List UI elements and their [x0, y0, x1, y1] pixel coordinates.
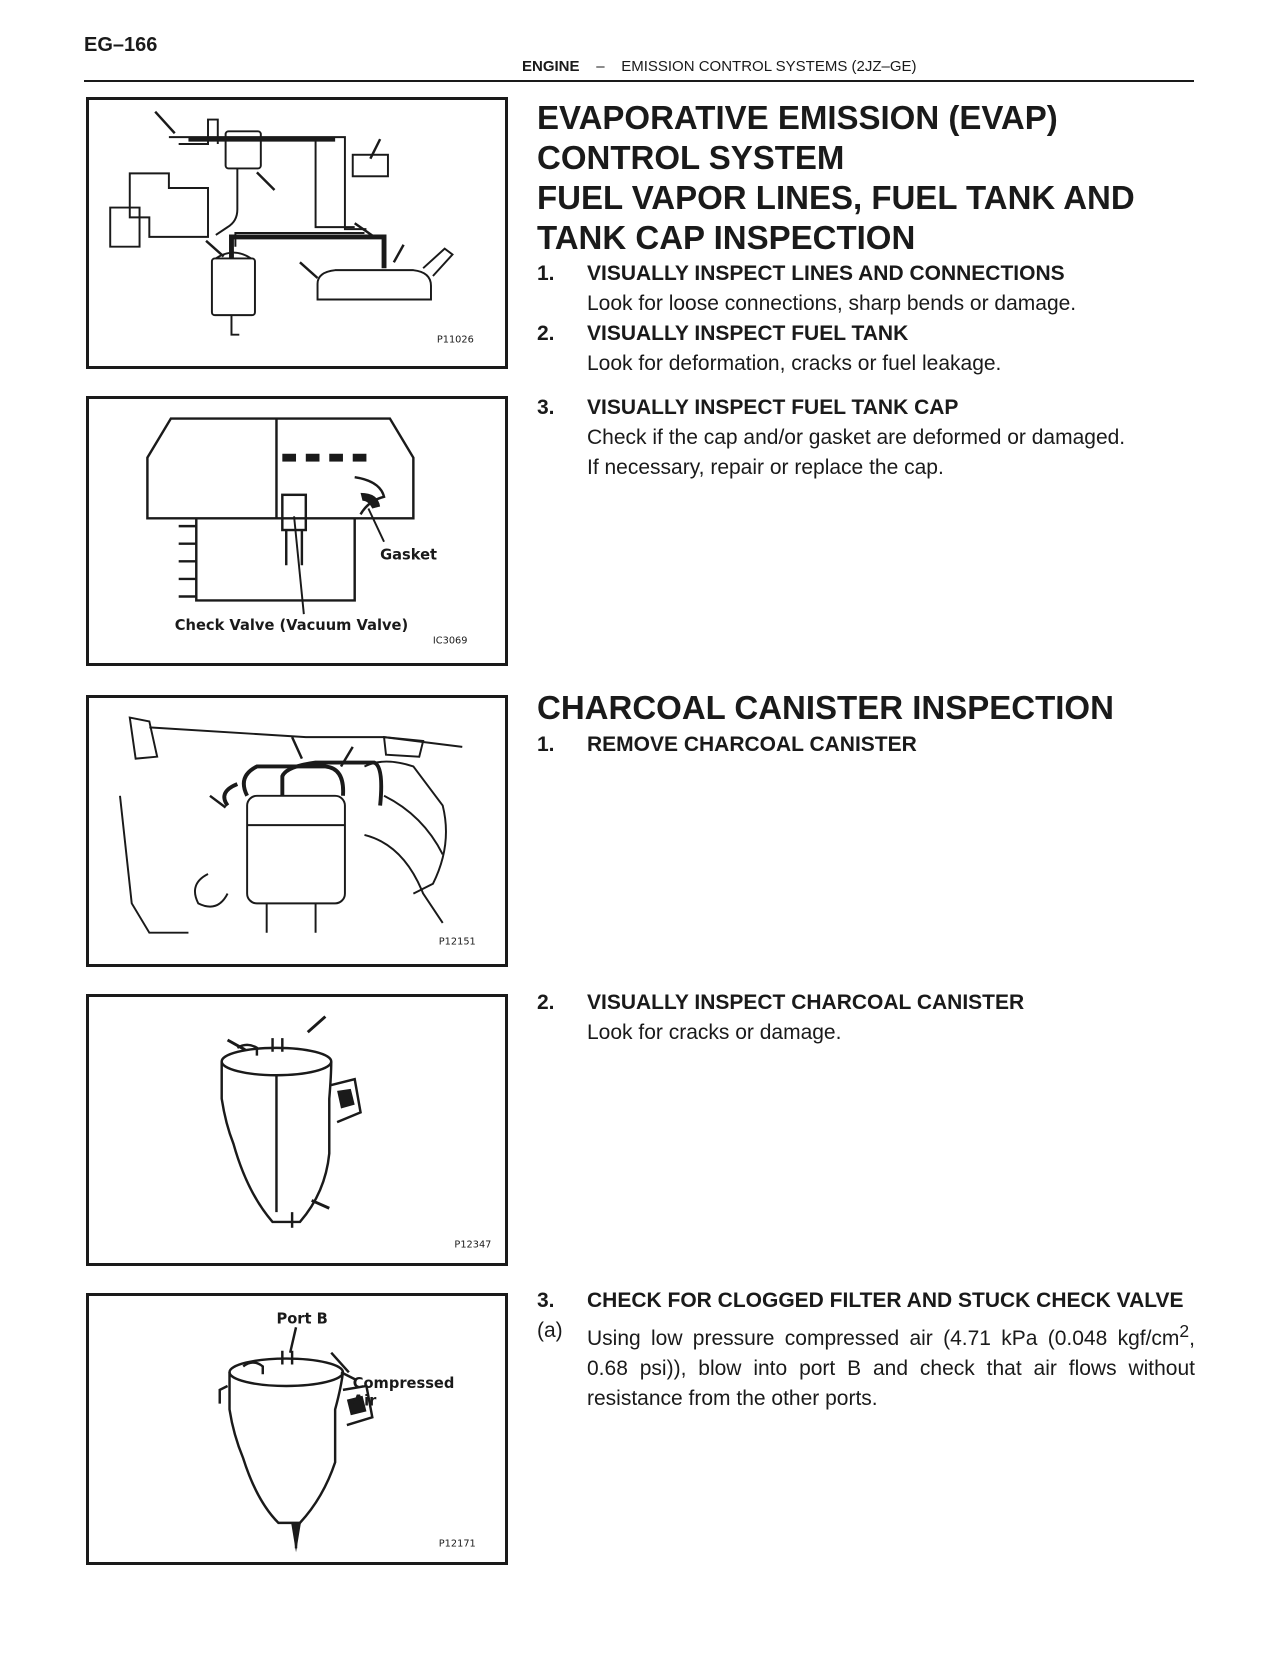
evap-title-line: TANK CAP INSPECTION: [537, 219, 916, 256]
figure-canister-location: P12151: [86, 695, 508, 967]
step-text: If necessary, repair or replace the cap.: [587, 456, 944, 479]
header-rule: [84, 80, 1194, 82]
figure-fuel-vapor-lines: P11026: [86, 97, 508, 369]
page-number: EG–166: [84, 34, 158, 56]
step-heading: CHECK FOR CLOGGED FILTER AND STUCK CHECK…: [587, 1289, 1184, 1312]
step-number: 3.: [537, 1289, 555, 1312]
superscript: 2: [1179, 1321, 1190, 1341]
step-heading: VISUALLY INSPECT CHARCOAL CANISTER: [587, 991, 1025, 1014]
substep-text-part1: Using low pressure compressed air (4.71 …: [587, 1327, 1180, 1350]
evap-section-title: EVAPORATIVE EMISSION (EVAP) CONTROL SYST…: [537, 98, 1195, 258]
step-heading: VISUALLY INSPECT FUEL TANK: [587, 322, 909, 345]
step-number: 2.: [537, 991, 555, 1014]
step-number: 3.: [537, 396, 555, 419]
compressed-air-test-illustration: Port B Compressed Air P12171: [218, 1310, 476, 1553]
port-b-label: Port B: [276, 1310, 327, 1327]
canister-step-3: 3. CHECK FOR CLOGGED FILTER AND STUCK CH…: [537, 1286, 1195, 1316]
canister-step-2: 2. VISUALLY INSPECT CHARCOAL CANISTER Lo…: [537, 988, 1195, 1048]
evap-step-1: 1. VISUALLY INSPECT LINES AND CONNECTION…: [537, 259, 1195, 319]
header-subsection: EMISSION CONTROL SYSTEMS (2JZ–GE): [621, 58, 917, 75]
evap-step-3: 3. VISUALLY INSPECT FUEL TANK CAP Check …: [537, 393, 1195, 483]
step-text: Look for loose connections, sharp bends …: [587, 292, 1077, 315]
substep-number: (a): [537, 1319, 563, 1342]
canister-location-illustration: P12151: [119, 716, 476, 947]
evap-step-3-block: 3. VISUALLY INSPECT FUEL TANK CAP Check …: [537, 393, 1195, 483]
running-header: ENGINE – EMISSION CONTROL SYSTEMS (2JZ–G…: [522, 58, 917, 75]
step-number: 1.: [537, 733, 555, 756]
canister-step-3-block: 3. CHECK FOR CLOGGED FILTER AND STUCK CH…: [537, 1286, 1195, 1414]
fuel-vapor-lines-illustration: P11026: [109, 110, 474, 346]
canister-step-2-block: 2. VISUALLY INSPECT CHARCOAL CANISTER Lo…: [537, 988, 1195, 1048]
gasket-label: Gasket: [380, 546, 437, 563]
canister-step-1: 1. REMOVE CHARCOAL CANISTER: [537, 730, 1195, 760]
compressed-air-label-line1: Compressed: [353, 1375, 455, 1392]
step-text: Look for cracks or damage.: [587, 1021, 842, 1044]
charcoal-canister-illustration: P12347: [220, 1015, 491, 1250]
evap-title-line: CONTROL SYSTEM: [537, 139, 845, 176]
figure-code: P11026: [437, 335, 474, 346]
header-section: ENGINE: [522, 58, 580, 75]
check-valve-label: Check Valve (Vacuum Valve): [175, 617, 408, 634]
header-separator: –: [596, 58, 605, 75]
evap-section: EVAPORATIVE EMISSION (EVAP) CONTROL SYST…: [537, 98, 1195, 379]
step-text: Check if the cap and/or gasket are defor…: [587, 426, 1126, 449]
fuel-tank-cap-illustration: Gasket Check Valve (Vacuum Valve) IC3069: [146, 417, 468, 646]
figure-code: P12171: [439, 1538, 476, 1549]
figure-fuel-tank-cap: Gasket Check Valve (Vacuum Valve) IC3069: [86, 396, 508, 666]
compressed-air-label-line2: Air: [353, 1393, 377, 1410]
canister-section: CHARCOAL CANISTER INSPECTION 1. REMOVE C…: [537, 688, 1195, 760]
step-heading: VISUALLY INSPECT FUEL TANK CAP: [587, 396, 959, 419]
figure-code: P12151: [439, 936, 476, 947]
step-number: 2.: [537, 322, 555, 345]
step-heading: VISUALLY INSPECT LINES AND CONNECTIONS: [587, 262, 1065, 285]
canister-section-title: CHARCOAL CANISTER INSPECTION: [537, 689, 1114, 726]
figure-code: IC3069: [433, 635, 468, 646]
evap-title-line: EVAPORATIVE EMISSION (EVAP): [537, 99, 1058, 136]
figure-compressed-air-test: Port B Compressed Air P12171: [86, 1293, 508, 1565]
step-number: 1.: [537, 262, 555, 285]
step-text: Look for deformation, cracks or fuel lea…: [587, 352, 1002, 375]
figure-charcoal-canister: P12347: [86, 994, 508, 1266]
figure-code: P12347: [454, 1239, 491, 1250]
evap-step-2: 2. VISUALLY INSPECT FUEL TANK Look for d…: [537, 319, 1195, 379]
substep-text-part2: , 0.68 psi)), blow into port B and check…: [587, 1327, 1195, 1410]
step-heading: REMOVE CHARCOAL CANISTER: [587, 733, 917, 756]
evap-title-line: FUEL VAPOR LINES, FUEL TANK AND: [537, 179, 1135, 216]
canister-substep-a: (a) Using low pressure compressed air (4…: [537, 1316, 1195, 1414]
